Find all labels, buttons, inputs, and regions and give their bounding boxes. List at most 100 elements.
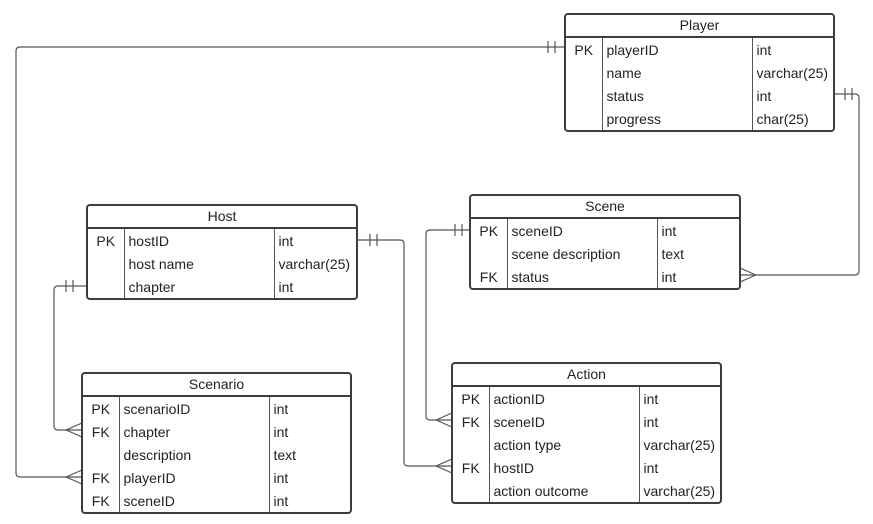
field-name: name xyxy=(602,61,753,84)
field-name: playerID xyxy=(602,38,753,61)
field-type: char(25) xyxy=(756,110,809,127)
field-key xyxy=(566,61,603,84)
field-key: PK xyxy=(471,219,508,242)
field-type: varchar(25) xyxy=(643,482,716,499)
field-type: int xyxy=(661,222,677,239)
link-scene-action xyxy=(425,229,470,421)
field-name: scene description xyxy=(507,242,658,265)
field-key: FK xyxy=(83,420,120,443)
field-key xyxy=(88,252,125,275)
link-host-scenario xyxy=(53,285,87,431)
entity-title: Host xyxy=(88,206,356,229)
field-name: playerID xyxy=(119,466,270,489)
link-player-scenario xyxy=(15,46,565,478)
field-type: int xyxy=(273,469,289,486)
field-type: int xyxy=(643,390,659,407)
field-key: PK xyxy=(88,229,125,252)
field-name: host name xyxy=(124,252,275,275)
field-key: PK xyxy=(83,397,120,420)
field-key: FK xyxy=(471,265,508,288)
field-name: sceneID xyxy=(507,219,658,242)
field-name: actionID xyxy=(489,387,640,410)
entity-title: Player xyxy=(566,15,833,38)
field-name: action type xyxy=(489,433,640,456)
field-name: status xyxy=(602,84,753,107)
field-key: FK xyxy=(453,456,490,479)
field-key xyxy=(88,275,125,298)
field-name: sceneID xyxy=(119,489,270,512)
entity-title: Scene xyxy=(471,196,739,219)
field-name: chapter xyxy=(124,275,275,298)
field-type: int xyxy=(273,400,289,417)
field-key xyxy=(566,84,603,107)
field-key xyxy=(453,433,490,456)
field-name: description xyxy=(119,443,270,466)
field-type: int xyxy=(756,41,772,58)
field-name: status xyxy=(507,265,658,288)
link-player-scene xyxy=(740,93,860,276)
field-name: progress xyxy=(602,107,753,130)
field-type: text xyxy=(273,446,297,463)
field-type: int xyxy=(661,268,677,285)
field-type: int xyxy=(278,232,294,249)
field-type: int xyxy=(643,413,659,430)
field-key: FK xyxy=(83,466,120,489)
field-key: FK xyxy=(83,489,120,512)
field-name: hostID xyxy=(489,456,640,479)
field-name: sceneID xyxy=(489,410,640,433)
field-key: FK xyxy=(453,410,490,433)
field-name: hostID xyxy=(124,229,275,252)
field-type: varchar(25) xyxy=(278,255,351,272)
link-host-action xyxy=(357,239,452,467)
field-key: PK xyxy=(566,38,603,61)
field-type: int xyxy=(756,87,772,104)
entity-title: Action xyxy=(453,364,720,387)
field-name: chapter xyxy=(119,420,270,443)
field-type: int xyxy=(278,278,294,295)
field-key xyxy=(83,443,120,466)
field-key: PK xyxy=(453,387,490,410)
field-type: varchar(25) xyxy=(643,436,716,453)
field-key xyxy=(471,242,508,265)
field-type: int xyxy=(273,492,289,509)
field-type: text xyxy=(661,245,685,262)
entity-title: Scenario xyxy=(83,374,350,397)
field-type: varchar(25) xyxy=(756,64,829,81)
field-type: int xyxy=(273,423,289,440)
field-type: int xyxy=(643,459,659,476)
field-name: action outcome xyxy=(489,479,640,502)
field-key xyxy=(453,479,490,502)
field-name: scenarioID xyxy=(119,397,270,420)
